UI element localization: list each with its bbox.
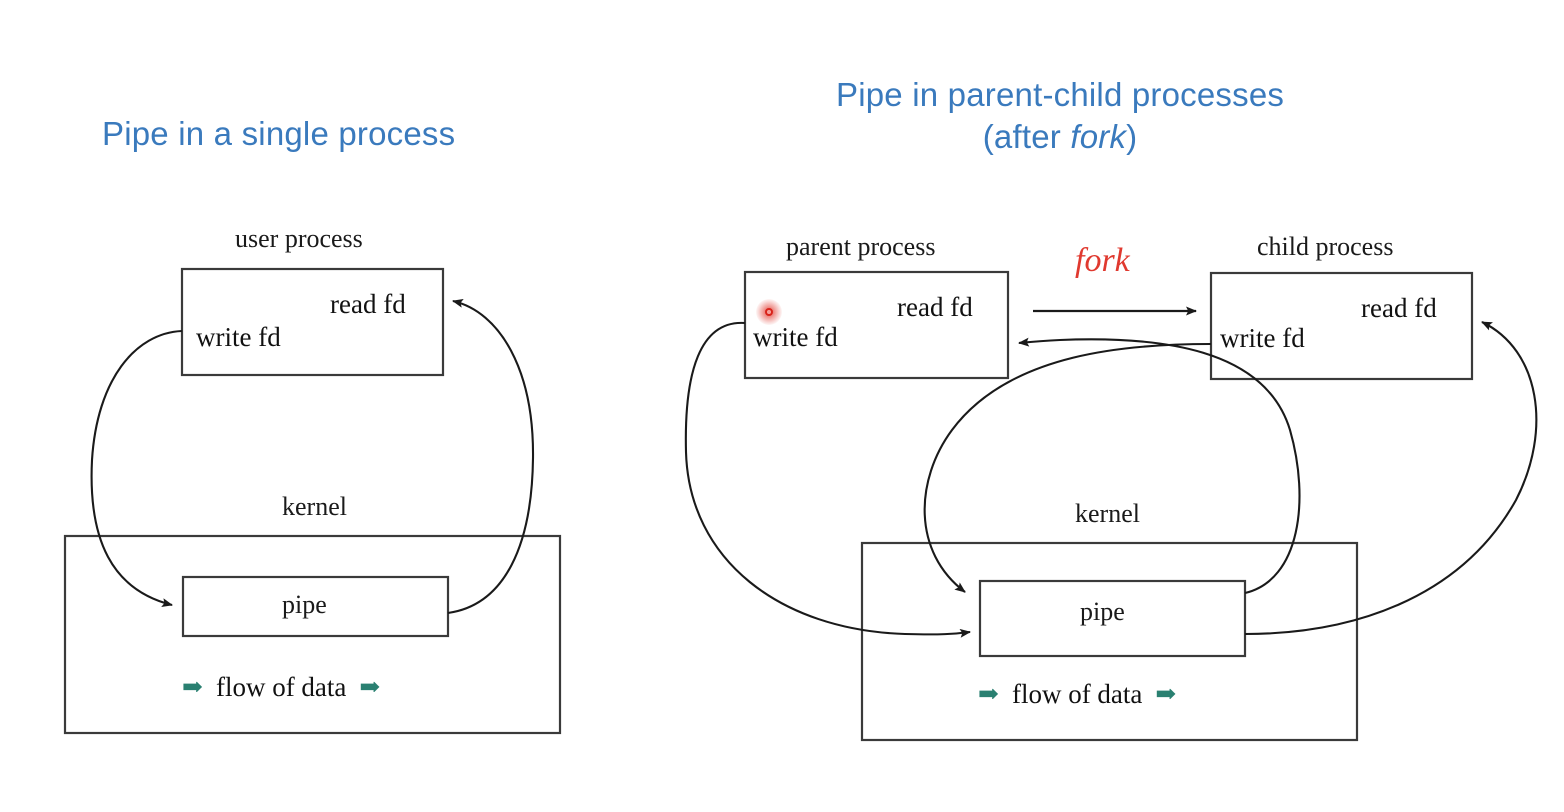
left-write-fd-text: write fd — [196, 322, 281, 352]
child-write-fd-label: write fd — [1220, 323, 1305, 354]
right-diagram-title: Pipe in parent-child processes (after fo… — [836, 76, 1284, 156]
flow-of-data-text-right: flow of data — [1011, 679, 1143, 709]
child-read-fd-text: read fd — [1361, 293, 1437, 323]
left-read-fd-text: read fd — [330, 289, 406, 319]
parent-process-box — [743, 270, 1010, 380]
parent-read-fd-text: read fd — [897, 292, 973, 322]
user-process-box — [180, 267, 445, 377]
flow-of-data-text-left: flow of data — [215, 672, 347, 702]
pipe-box-right — [978, 579, 1247, 658]
flow-arrow-icon-left-end: ➡ — [359, 674, 381, 701]
flow-arrow-icon-right-start: ➡ — [978, 681, 999, 708]
flow-arrow-icon-right-end: ➡ — [1155, 681, 1177, 708]
right-title-close-paren: ) — [1126, 118, 1138, 155]
user-process-label: user process — [235, 224, 363, 253]
child-process-box — [1209, 271, 1474, 381]
child-read-fd-label: read fd — [1361, 293, 1437, 324]
left-diagram-shapes — [63, 267, 562, 735]
pipe-to-child-read-fd-curve — [1244, 321, 1538, 636]
left-read-fd-label: read fd — [330, 289, 406, 320]
pipe-box-left — [181, 575, 450, 638]
left-write-fd-label: write fd — [196, 322, 281, 353]
right-title-fork-italic: fork — [1070, 118, 1127, 155]
right-title-line2: (after fork) — [836, 118, 1284, 156]
kernel-label-right: kernel — [1075, 499, 1140, 528]
flow-of-data-right: ➡ flow of data ➡ — [978, 679, 1176, 710]
child-process-label: child process — [1257, 232, 1394, 261]
write-fd-to-pipe-curve-left — [90, 329, 183, 607]
pipe-to-read-fd-curve-left — [447, 298, 535, 615]
flow-arrow-icon-left-start: ➡ — [182, 674, 203, 701]
right-title-after-prefix: (after — [982, 118, 1071, 155]
pipe-to-parent-read-fd-curve — [1018, 337, 1301, 595]
child-write-fd-to-pipe-curve — [923, 342, 1212, 593]
parent-write-fd-label: write fd — [753, 322, 838, 353]
parent-process-label: parent process — [786, 232, 936, 261]
pipe-label-left: pipe — [282, 590, 327, 619]
left-diagram-title: Pipe in a single process — [102, 115, 456, 152]
pipe-label-right: pipe — [1080, 597, 1125, 626]
flow-of-data-left: ➡ flow of data ➡ — [182, 672, 380, 703]
fork-label: fork — [1075, 242, 1130, 279]
parent-write-fd-text: write fd — [753, 322, 838, 352]
parent-read-fd-label: read fd — [897, 292, 973, 323]
right-title-line1: Pipe in parent-child processes — [836, 76, 1285, 113]
child-write-fd-text: write fd — [1220, 323, 1305, 353]
kernel-label-left: kernel — [282, 492, 347, 521]
right-diagram-shapes — [684, 270, 1538, 742]
parent-write-fd-to-pipe-curve — [684, 321, 971, 638]
